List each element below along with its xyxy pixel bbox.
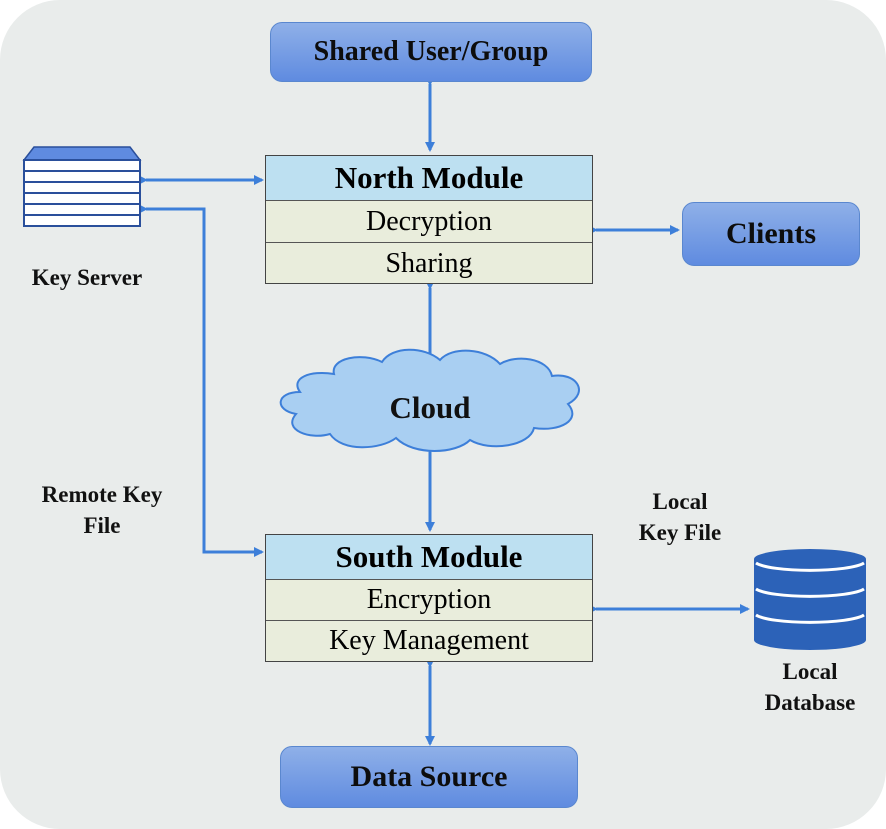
- key-server-text: Key Server: [31, 265, 143, 290]
- remote-key-line2: File: [83, 513, 121, 538]
- north-row-decryption: Decryption: [266, 200, 592, 242]
- cloud-label: Cloud: [389, 390, 471, 425]
- encryption-label: Encryption: [366, 584, 492, 615]
- cloud-shape: [279, 348, 580, 452]
- north-module-title: North Module: [266, 156, 592, 200]
- south-row-key-management: Key Management: [266, 620, 592, 661]
- south-row-encryption: Encryption: [266, 579, 592, 620]
- south-module-title-text: South Module: [335, 539, 523, 574]
- remote-key-file-label: Remote Key File: [22, 479, 182, 541]
- sharing-label: Sharing: [385, 247, 473, 279]
- north-module: North Module Decryption Sharing: [265, 155, 593, 284]
- clients-label: Clients: [726, 217, 816, 250]
- data-source-node: Data Source: [280, 746, 578, 808]
- north-module-title-text: North Module: [334, 160, 524, 195]
- remote-key-line1: Remote Key: [41, 482, 163, 507]
- key-server-label: Key Server: [14, 262, 160, 293]
- decryption-label: Decryption: [366, 205, 492, 237]
- local-key-line1: Local: [652, 489, 708, 514]
- local-key-line2: Key File: [638, 520, 722, 545]
- key-server-icon: [22, 146, 142, 227]
- local-db-line2: Database: [764, 690, 856, 715]
- shared-user-group-node: Shared User/Group: [270, 22, 592, 82]
- arrow-keyserver-south: [138, 204, 264, 557]
- south-module-title: South Module: [266, 535, 592, 579]
- local-db-line1: Local: [782, 659, 838, 684]
- local-database-label: Local Database: [748, 656, 872, 718]
- shared-user-group-label: Shared User/Group: [313, 36, 549, 67]
- database-icon: [754, 549, 866, 650]
- north-row-sharing: Sharing: [266, 242, 592, 284]
- south-module: South Module Encryption Key Management: [265, 534, 593, 662]
- key-management-label: Key Management: [329, 625, 529, 656]
- data-source-label: Data Source: [350, 760, 508, 793]
- local-key-file-label: Local Key File: [610, 486, 750, 548]
- clients-node: Clients: [682, 202, 860, 266]
